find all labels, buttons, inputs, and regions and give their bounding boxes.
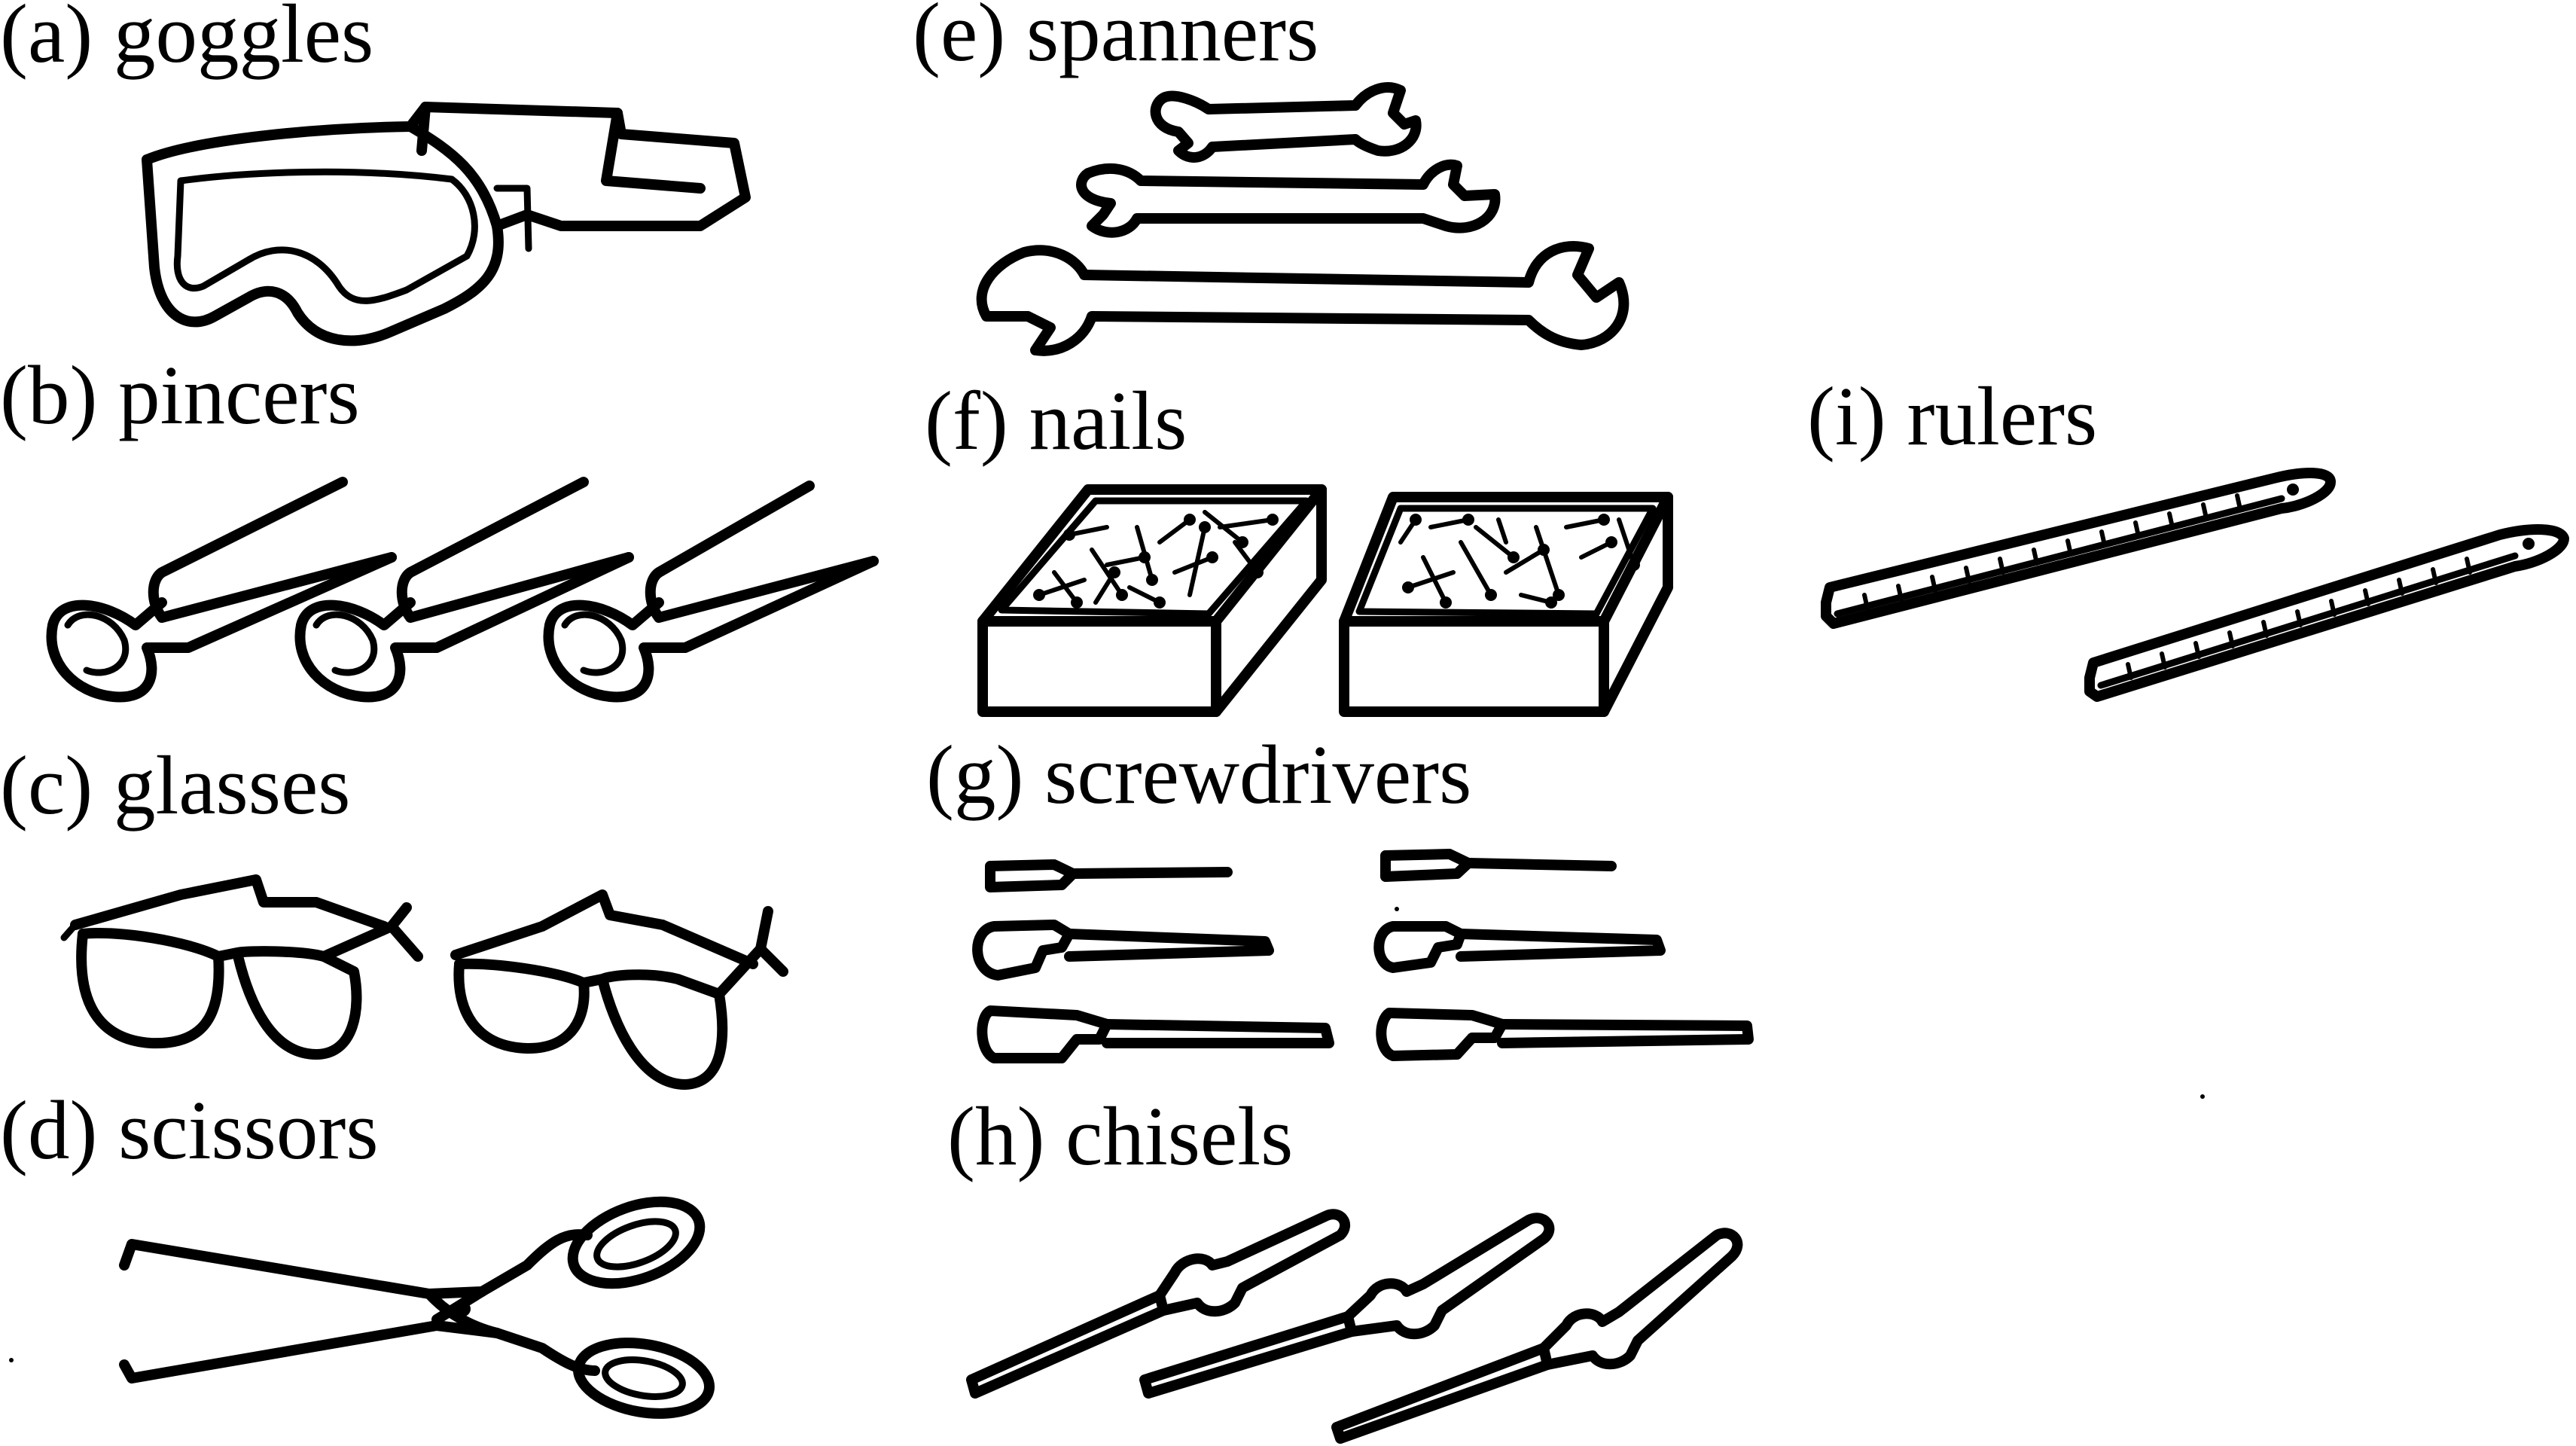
goggles-icon — [142, 102, 751, 346]
chisels-icon — [966, 1209, 1743, 1444]
spanners-icon — [976, 82, 1629, 356]
label-pincers: (b) pincers — [0, 349, 360, 442]
label-rulers: (i) rulers — [1807, 371, 2097, 463]
label-nails: (f) nails — [925, 375, 1187, 468]
scissors-icon — [119, 1196, 715, 1419]
label-goggles: (a) goggles — [0, 0, 373, 81]
speck-mark — [2200, 1094, 2205, 1099]
rulers-icon — [1821, 468, 2569, 702]
label-screwdrivers: (g) screwdrivers — [926, 729, 1471, 822]
label-glasses: (c) glasses — [0, 740, 350, 832]
label-spanners: (e) spanners — [913, 0, 1318, 79]
label-chisels: (h) chisels — [947, 1091, 1293, 1183]
speck-mark — [9, 1358, 14, 1362]
nails-icon — [977, 484, 1673, 717]
pincers-icon — [46, 477, 879, 703]
label-scissors: (d) scissors — [0, 1084, 379, 1177]
screwdrivers-icon — [972, 849, 1754, 1063]
glasses-icon — [60, 874, 788, 1090]
